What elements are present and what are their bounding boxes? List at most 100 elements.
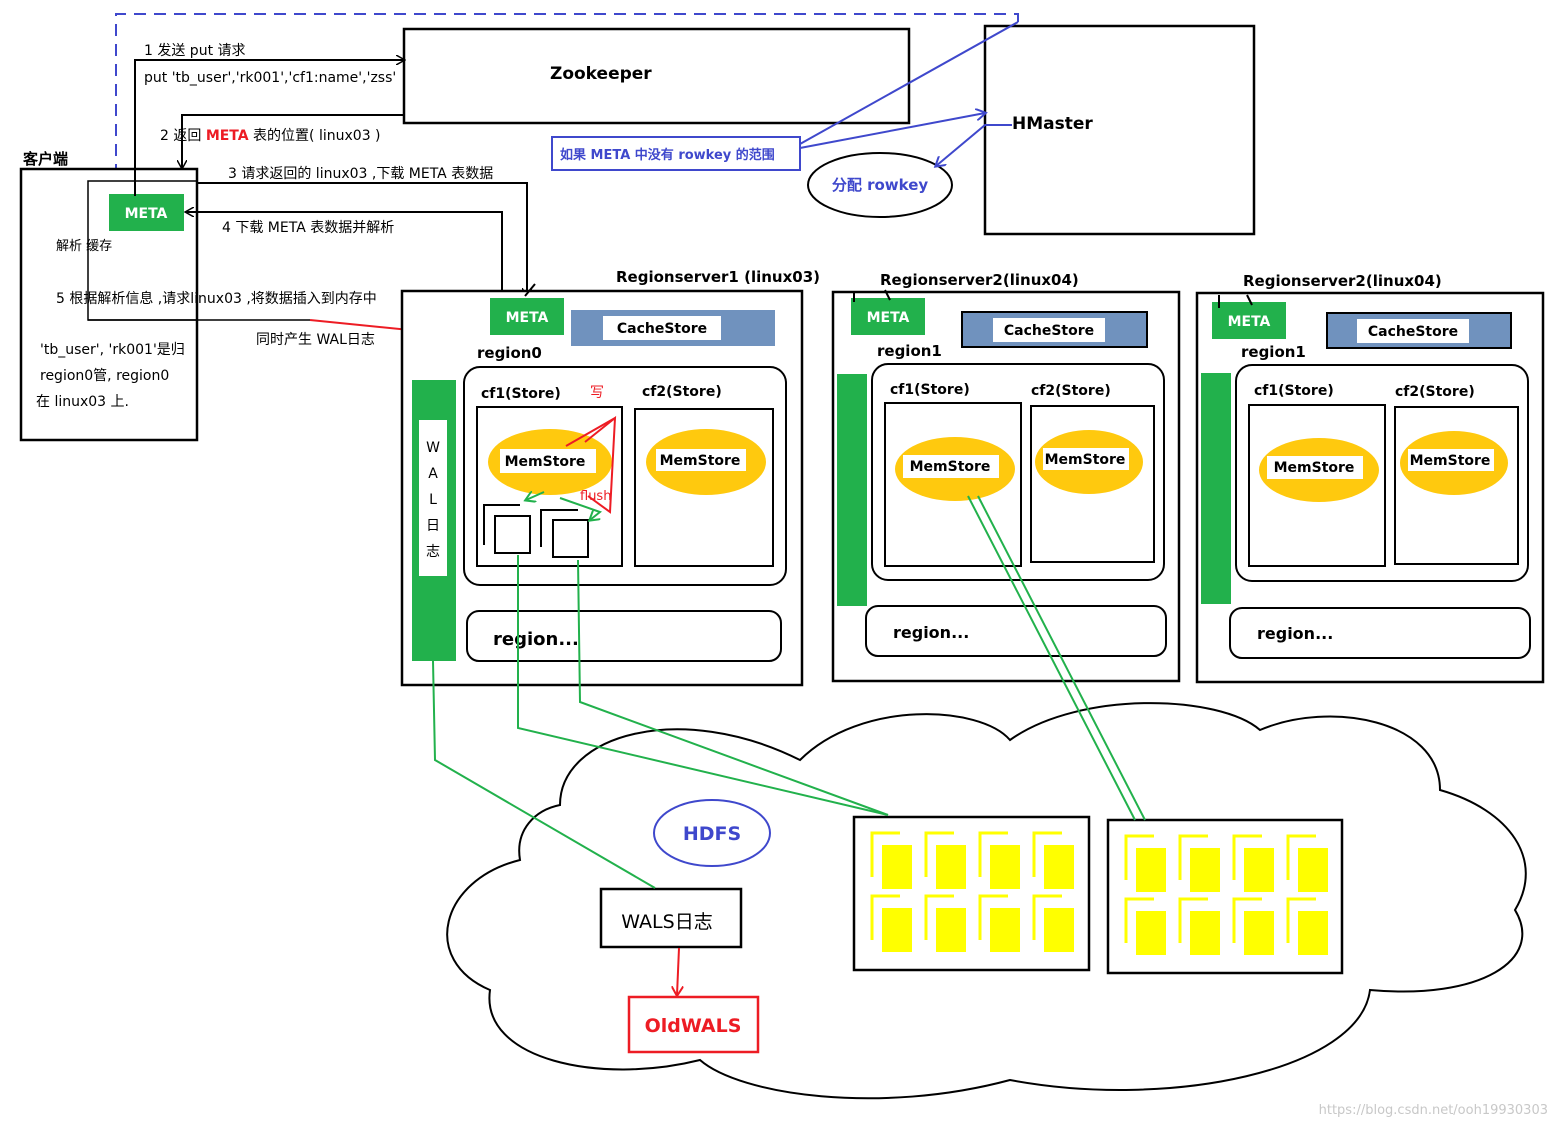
hfile-outline	[924, 894, 954, 940]
rs1-flush-loop-2	[565, 417, 616, 447]
rs1-region-more: region...	[493, 629, 579, 650]
rs1-green-flush-1	[526, 492, 545, 500]
hfile-outline	[1286, 897, 1316, 943]
zookeeper-label: Zookeeper	[550, 64, 652, 84]
hfile-icon	[1190, 848, 1220, 892]
hfile-icons	[870, 831, 1328, 955]
arrow-step1	[134, 60, 404, 196]
rs2-cf1-memstore-label: MemStore	[910, 459, 991, 475]
oldwals-box	[627, 995, 760, 1054]
step1-label: 1 发送 put 请求	[144, 43, 246, 59]
rs1-green-flush-2	[559, 497, 603, 520]
arrow-step2	[182, 114, 404, 168]
rs3-region-more: region...	[1257, 624, 1333, 643]
rs1-flush-loop	[584, 415, 617, 514]
hfile-outline	[924, 831, 954, 877]
assign-rowkey-ellipse	[807, 152, 953, 218]
rs3-cf2-memstore-label-bg	[1408, 449, 1494, 471]
rs1-cachestore-label-bg	[603, 316, 721, 340]
hfile-outline	[1178, 834, 1208, 880]
wals-label: WALS日志	[621, 911, 712, 933]
hfile-outline	[1032, 831, 1062, 877]
blue-arrow-to-assign	[936, 124, 1012, 166]
hfile-outline	[1178, 897, 1208, 943]
rs2-green-bar	[837, 374, 867, 606]
client-meta-box	[109, 194, 184, 231]
rs2-cf2-memstore-label: MemStore	[1045, 452, 1126, 468]
rs3-title: Regionserver2(linux04)	[1243, 272, 1442, 290]
rs2-meta-box	[851, 298, 925, 335]
rs3-green-bar	[1201, 373, 1231, 604]
rs3-cf2-memstore-label: MemStore	[1410, 453, 1491, 469]
rs1-cachestore-label: CacheStore	[617, 321, 707, 337]
hfile-icon	[936, 908, 966, 952]
client-title: 客户端	[22, 150, 68, 168]
rs1-cf1-label: cf1(Store)	[481, 386, 561, 402]
rs1-hfile-boxes	[483, 504, 589, 558]
rs1-meta-label: META	[506, 310, 549, 326]
rs2-region-more-box	[865, 605, 1167, 657]
rs2-cf2-label: cf2(Store)	[1031, 383, 1111, 399]
rs3-cf2-label: cf2(Store)	[1395, 384, 1475, 400]
hfile-icon	[1044, 908, 1074, 952]
hfile-outline	[870, 894, 900, 940]
rs2-meta-label: META	[867, 310, 910, 326]
hdfs-label: HDFS	[683, 823, 741, 845]
rs1-region-more-box	[466, 610, 782, 662]
hfile-outline	[1032, 894, 1062, 940]
blue-line-note-hmaster	[799, 21, 1019, 145]
hfile-icon	[1244, 848, 1274, 892]
rs2-title: Regionserver2(linux04)	[880, 271, 1079, 289]
step3-label: 3 请求返回的 linux03 ,下载 META 表数据	[228, 166, 493, 182]
hfile-outline	[1286, 834, 1316, 880]
zookeeper-box	[402, 27, 911, 125]
hfile-icon	[1244, 911, 1274, 955]
hfile-outline	[1232, 834, 1262, 880]
hfile-outline	[1124, 834, 1154, 880]
hfile-outline	[1232, 897, 1262, 943]
client-meta-label: META	[125, 206, 168, 222]
hfile-outline	[978, 831, 1008, 877]
step5b-label: 同时产生 WAL日志	[256, 332, 375, 348]
rs3-meta-box	[1212, 302, 1286, 339]
rs1-cf1-memstore-label: MemStore	[505, 454, 586, 470]
assign-rowkey-label: 分配 rowkey	[832, 176, 929, 194]
arrow-step4	[186, 212, 503, 296]
client-note-2: region0管, region0	[40, 368, 169, 384]
rs1-wal-char-3: 日	[426, 518, 440, 534]
hfile-icon	[1190, 911, 1220, 955]
rs1-wal-char-0: W	[426, 440, 440, 456]
step1-cmd: put 'tb_user','rk001','cf1:name','zss'	[144, 70, 396, 86]
rs3-cachestore-label: CacheStore	[1368, 324, 1458, 340]
rs1-cf2-memstore-label-bg	[656, 449, 746, 471]
client-note-3: 在 linux03 上.	[36, 394, 129, 410]
rs1-region-label: region0	[477, 344, 542, 362]
client-parse-cache: 解析 缓存	[56, 239, 112, 254]
blue-arrow-to-hmaster	[799, 113, 985, 149]
hfile-icon	[1298, 848, 1328, 892]
red-arrow-to-oldwals	[677, 947, 679, 995]
step4-label: 4 下载 META 表数据并解析	[222, 220, 394, 236]
hfile-icon	[1044, 845, 1074, 889]
rs3-region-label: region1	[1241, 343, 1306, 361]
hmaster-note-box	[551, 136, 801, 171]
hfile-outline	[1124, 897, 1154, 943]
rs3-cf1-memstore-label-bg	[1267, 456, 1363, 479]
rs3-cf1-label: cf1(Store)	[1254, 383, 1334, 399]
hfile-outline	[978, 894, 1008, 940]
oldwals-label: OldWALS	[645, 1015, 742, 1037]
rs2-cachestore-label: CacheStore	[1004, 323, 1094, 339]
rs3-cachestore-label-bg	[1357, 319, 1469, 343]
hfile-icon	[990, 845, 1020, 889]
step5-label: 5 根据解析信息 ,请求linux03 ,将数据插入到内存中	[56, 290, 377, 307]
hfile-outline	[870, 831, 900, 877]
rs3-region-more-box	[1229, 607, 1531, 659]
rs1-cf2-memstore-label: MemStore	[660, 453, 741, 469]
dashed-client-hmaster-line	[115, 13, 1019, 196]
rs1-wal-char-4: 志	[426, 544, 440, 560]
rs3-meta-label: META	[1228, 314, 1271, 330]
rs2-region-label: region1	[877, 342, 942, 360]
rs2-cf1-label: cf1(Store)	[890, 382, 970, 398]
hmaster-box	[983, 24, 1256, 236]
